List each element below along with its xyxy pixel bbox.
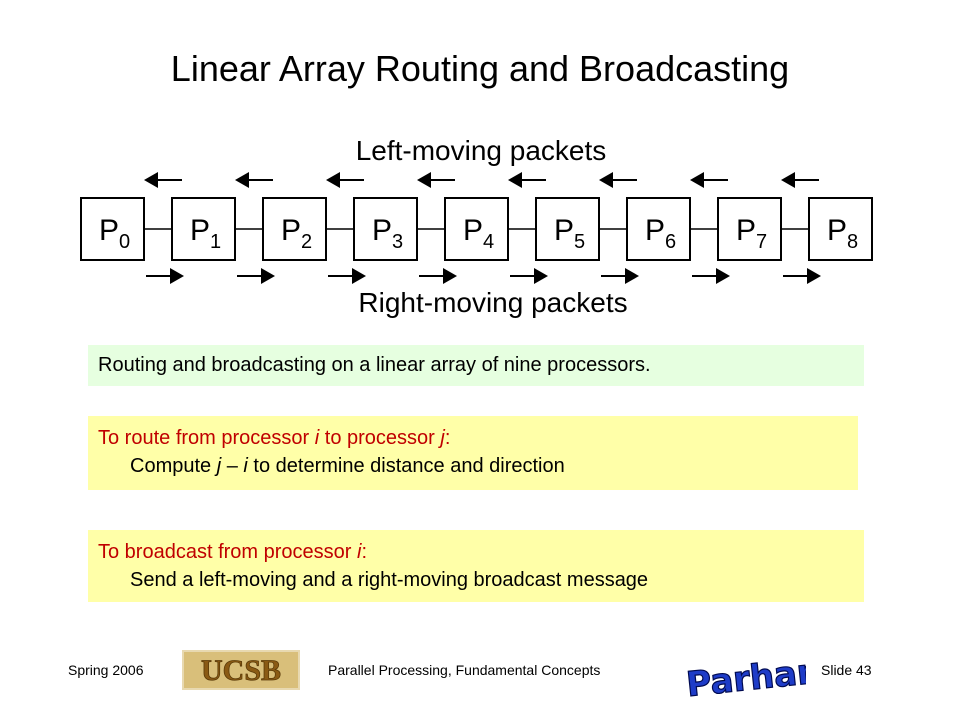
left-arrow-head-7 xyxy=(781,172,795,188)
right-arrow-head-2 xyxy=(352,268,366,284)
processor-box-2 xyxy=(262,197,327,261)
left-arrow-head-3 xyxy=(417,172,431,188)
left-arrow-head-6 xyxy=(690,172,704,188)
route-note-box: To route from processor i to processor j… xyxy=(88,416,858,490)
caption-text: Routing and broadcasting on a linear arr… xyxy=(98,354,651,376)
broadcast-heading: To broadcast from processor i: xyxy=(98,541,368,563)
broadcast-note-box: To broadcast from processor i: Send a le… xyxy=(88,530,864,602)
processor-label-5: P5 xyxy=(554,214,585,253)
processor-row: P0 P1 P2 P3 P4 P5 P6 P7 P8 xyxy=(80,172,873,284)
processor-box-6 xyxy=(626,197,691,261)
processor-label-2: P2 xyxy=(281,214,312,253)
processor-label-3: P3 xyxy=(372,214,403,253)
right-arrow-head-1 xyxy=(261,268,275,284)
left-arrow-head-2 xyxy=(326,172,340,188)
footer-date: Spring 2006 xyxy=(68,662,144,678)
ucsb-logo: UCSB xyxy=(182,650,300,690)
right-arrow-head-6 xyxy=(716,268,730,284)
processor-box-5 xyxy=(535,197,600,261)
processor-label-8: P8 xyxy=(827,214,858,253)
right-arrow-head-4 xyxy=(534,268,548,284)
left-arrow-head-5 xyxy=(599,172,613,188)
right-arrow-head-0 xyxy=(170,268,184,284)
bparhami-logo: B Parhami xyxy=(686,648,806,702)
processor-label-0: P0 xyxy=(99,214,130,253)
caption-box: Routing and broadcasting on a linear arr… xyxy=(88,345,864,386)
right-moving-label: Right-moving packets xyxy=(358,287,627,318)
route-instruction: Compute j – i to determine distance and … xyxy=(130,455,565,477)
processor-box-4 xyxy=(444,197,509,261)
slide-title: Linear Array Routing and Broadcasting xyxy=(170,48,790,89)
left-arrow-head-4 xyxy=(508,172,522,188)
right-arrow-head-3 xyxy=(443,268,457,284)
processor-box-1 xyxy=(171,197,236,261)
ucsb-logo-text: UCSB xyxy=(201,654,281,687)
processor-label-4: P4 xyxy=(463,214,494,253)
processor-label-6: P6 xyxy=(645,214,676,253)
right-arrow-head-7 xyxy=(807,268,821,284)
processor-label-7: P7 xyxy=(736,214,767,253)
left-moving-label: Left-moving packets xyxy=(356,135,607,166)
right-arrow-head-5 xyxy=(625,268,639,284)
footer-course: Parallel Processing, Fundamental Concept… xyxy=(328,662,601,678)
left-arrow-head-1 xyxy=(235,172,249,188)
processor-box-8 xyxy=(808,197,873,261)
processor-box-3 xyxy=(353,197,418,261)
bparhami-logo-text: B Parhami xyxy=(686,649,806,702)
footer-slide-number: Slide 43 xyxy=(821,662,872,678)
route-heading: To route from processor i to processor j… xyxy=(98,427,451,449)
processor-box-7 xyxy=(717,197,782,261)
broadcast-instruction: Send a left-moving and a right-moving br… xyxy=(130,569,649,591)
left-arrow-head-0 xyxy=(144,172,158,188)
processor-label-1: P1 xyxy=(190,214,221,253)
